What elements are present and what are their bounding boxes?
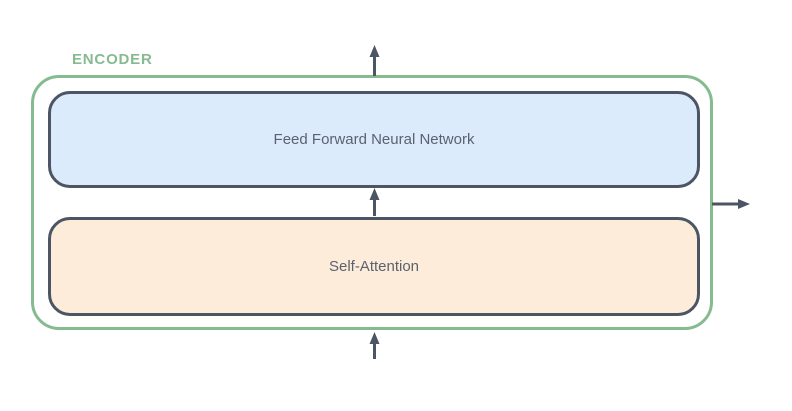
feed-forward-label: Feed Forward Neural Network: [273, 131, 475, 148]
feed-forward-block: Feed Forward Neural Network: [48, 91, 700, 188]
self-attention-block: Self-Attention: [48, 217, 700, 316]
self-attention-label: Self-Attention: [328, 258, 420, 275]
encoder-label: ENCODER: [72, 51, 153, 68]
